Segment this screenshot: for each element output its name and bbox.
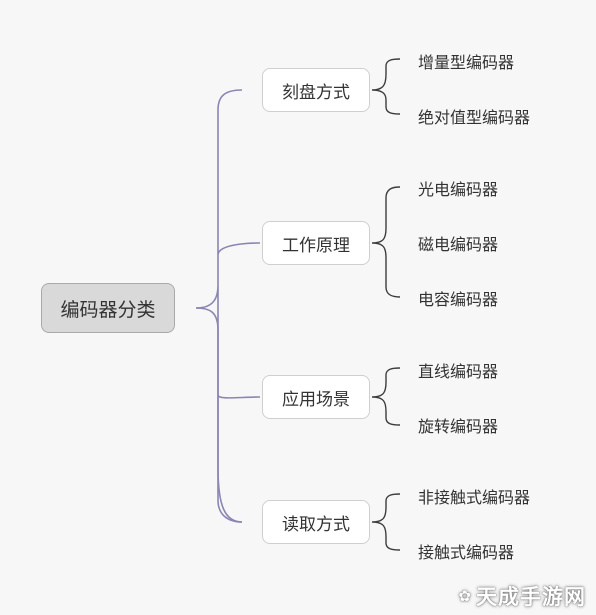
leaf-node[interactable]: 非接触式编码器 [418,488,531,507]
branch-node-disk-method[interactable]: 刻盘方式 [262,68,370,112]
branch-node-reading-method[interactable]: 读取方式 [262,500,370,544]
leaf-node[interactable]: 旋转编码器 [418,417,499,436]
branch-3-connector [371,367,401,426]
root-connector-main [195,307,243,523]
leaf-node[interactable]: 电容编码器 [418,290,499,309]
branch-4-connector [371,493,401,551]
branch-2-connector [371,186,401,298]
branch-1-connector [371,58,401,115]
branch-node-working-principle[interactable]: 工作原理 [262,221,370,265]
leaf-node[interactable]: 接触式编码器 [418,543,515,562]
leaf-node[interactable]: 直线编码器 [418,362,499,381]
root-node[interactable]: 编码器分类 [41,283,175,333]
leaf-node[interactable]: 增量型编码器 [418,53,515,72]
leaf-node[interactable]: 磁电编码器 [418,235,499,254]
watermark: ✿ 天成手游网 [458,581,586,611]
leaf-node[interactable]: 光电编码器 [418,180,499,199]
paw-icon: ✿ [458,587,472,605]
root-connector [195,89,261,523]
watermark-text: 天成手游网 [476,585,586,609]
branch-node-application[interactable]: 应用场景 [262,375,370,419]
leaf-node[interactable]: 绝对值型编码器 [418,108,531,127]
